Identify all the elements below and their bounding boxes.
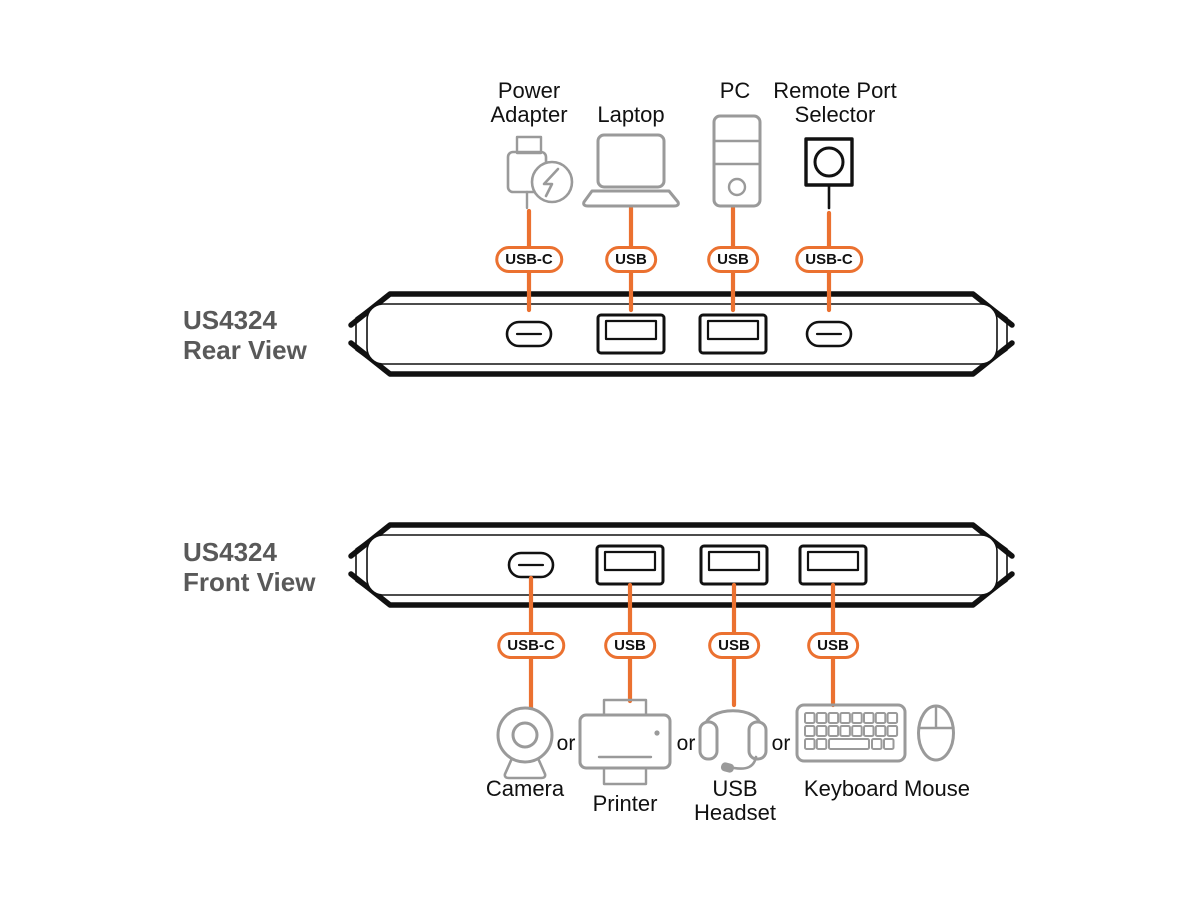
rear-badge-usb-1: USB	[605, 246, 657, 273]
front-view-title: US4324 Front View	[183, 537, 315, 597]
rear-badge-usb-c-2: USB-C	[795, 246, 863, 273]
rear-badge-usb-c-1: USB-C	[495, 246, 563, 273]
front-port-usb-3	[798, 544, 868, 586]
printer-label-line1: Printer	[592, 791, 658, 816]
front-badge-usb-3: USB	[807, 632, 859, 659]
front-view-title-line1: US4324	[183, 537, 277, 567]
front-cables	[528, 575, 836, 712]
rear-view-title: US4324 Rear View	[183, 305, 307, 365]
printer-label: Printer	[593, 792, 658, 816]
or-separator-1: or	[556, 732, 576, 755]
keyboard-label-line1: Keyboard	[803, 776, 899, 801]
rear-port-usb-c-remote	[805, 320, 853, 348]
rear-port-usb-pc	[698, 313, 768, 355]
rear-view-title-line1: US4324	[183, 305, 277, 335]
mic-tip	[720, 762, 735, 773]
front-badge-usb-c: USB-C	[497, 632, 565, 659]
pc-tower-icon	[712, 114, 762, 208]
keyboard-icon	[795, 703, 907, 763]
front-device-bar	[351, 525, 1012, 605]
mic-boom	[732, 755, 758, 770]
front-port-usb-2	[699, 544, 769, 586]
remote-label-line2: Selector	[794, 102, 876, 127]
remote-label-line1: Remote Port	[773, 78, 897, 103]
spacebar-key	[828, 738, 870, 750]
front-view-title-line2: Front View	[183, 567, 316, 597]
rear-device-bar	[351, 294, 1012, 374]
or-separator-2: or	[676, 732, 696, 755]
rear-port-usb-laptop	[596, 313, 666, 355]
camera-label-line1: Camera	[485, 776, 565, 801]
power-adapter-label-line2: Adapter	[490, 102, 568, 127]
power-adapter-label-line1: Power	[497, 78, 561, 103]
front-badge-usb-1: USB	[604, 632, 656, 659]
lightning-bolt-icon	[542, 167, 560, 198]
front-port-usb-1	[595, 544, 665, 586]
remote-port-selector-label: Remote Port Selector	[773, 79, 897, 127]
or-separator-3: or	[771, 732, 791, 755]
pc-label: PC	[720, 79, 751, 103]
laptop-icon	[582, 133, 680, 208]
usb-headset-label-line1: USB	[712, 776, 758, 801]
rear-view-title-line2: Rear View	[183, 335, 307, 365]
mouse-label-line1: Mouse	[903, 776, 971, 801]
power-adapter-icon	[506, 135, 574, 204]
mouse-icon	[917, 704, 955, 762]
laptop-label-line1: Laptop	[597, 102, 665, 127]
printer-icon	[578, 698, 672, 786]
pc-label-line1: PC	[719, 78, 751, 103]
keyboard-label: Keyboard	[804, 777, 898, 801]
laptop-label: Laptop	[597, 103, 664, 127]
rear-port-usb-c-power	[505, 320, 553, 348]
front-port-usb-c	[507, 551, 555, 579]
mouse-label: Mouse	[904, 777, 970, 801]
front-badge-usb-2: USB	[708, 632, 760, 659]
remote-port-selector-icon	[804, 137, 854, 187]
usb-headset-icon	[698, 709, 768, 773]
rear-badge-usb-2: USB	[707, 246, 759, 273]
usb-headset-label-line2: Headset	[694, 800, 776, 825]
camera-icon	[496, 706, 554, 780]
power-adapter-label: Power Adapter	[490, 79, 567, 127]
keyboard-keys	[804, 712, 899, 750]
usb-headset-label: USB Headset	[694, 777, 776, 825]
camera-label: Camera	[486, 777, 564, 801]
